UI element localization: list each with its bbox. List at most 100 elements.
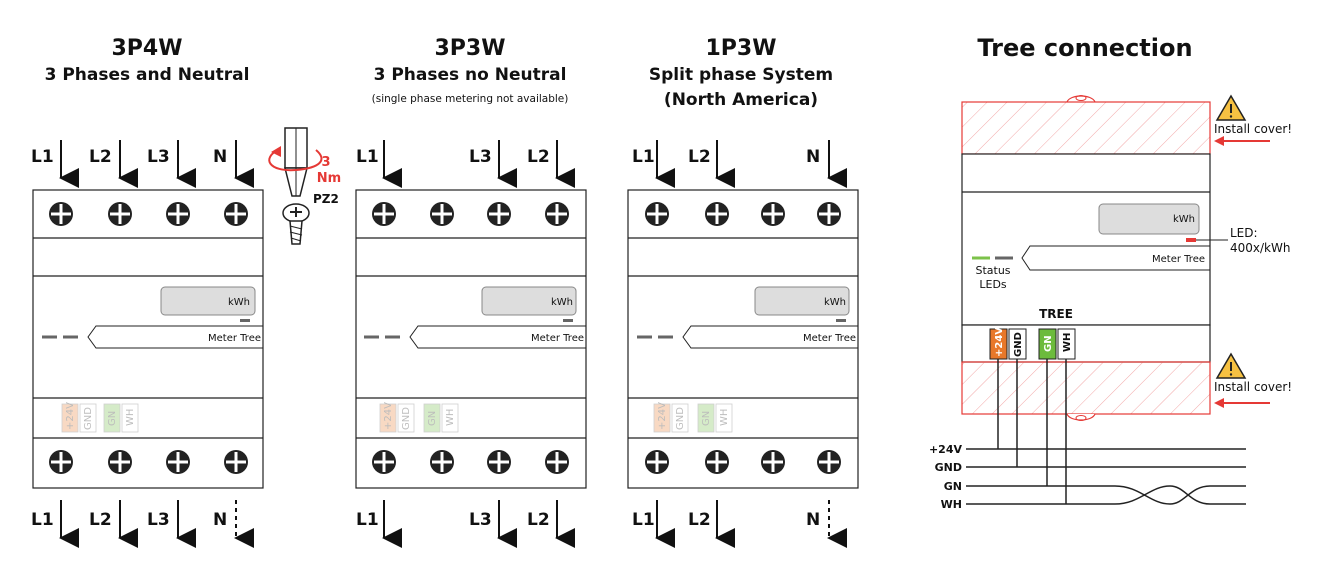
display-unit: kWh — [1173, 214, 1195, 225]
diagram-3p3w: 3P3W 3 Phases no Neutral (single phase m… — [355, 36, 587, 548]
terminal-block-faded: +24V GND GN WH — [379, 402, 459, 433]
meter-body: kWh Meter Tree +24V GND GN WH — [32, 189, 264, 489]
phase-label: L1 — [356, 147, 379, 167]
meter-body — [961, 153, 1211, 326]
warning-label: Install cover! — [1214, 380, 1292, 394]
screwdriver-torque-illustration: 3 Nm PZ2 — [268, 127, 341, 245]
meter-display — [160, 286, 256, 316]
warning-bottom: Install cover! — [1214, 352, 1292, 408]
phase-label: N — [806, 147, 820, 167]
screw-row-top — [645, 202, 841, 226]
strip-label: Meter Tree — [1152, 254, 1205, 265]
meter-body: kWh Meter Tree +24V GND GN WH — [355, 189, 587, 489]
status-label: Status — [975, 264, 1010, 277]
terminal-block-faded: +24V GND GN WH — [61, 402, 139, 433]
tree-section-label: TREE — [1039, 307, 1073, 321]
svg-text:WH: WH — [1062, 333, 1073, 352]
bottom-cover-area — [961, 361, 1211, 415]
svg-text:+24V: +24V — [657, 402, 668, 430]
warning-top: Install cover! — [1214, 94, 1292, 146]
phase-label: L2 — [89, 147, 112, 167]
diagram-title: 3P3W — [434, 36, 505, 61]
status-label: LEDs — [979, 278, 1007, 291]
tree-title: Tree connection — [977, 34, 1192, 62]
svg-text:GN: GN — [701, 411, 712, 426]
svg-text:WH: WH — [445, 409, 456, 426]
bus-label: GN — [944, 480, 962, 493]
bus-lines: +24V GND GN WH — [929, 443, 1246, 511]
phase-label: L1 — [632, 147, 655, 167]
top-phase-labels: L1 L2 N — [632, 140, 847, 188]
phase-label: N — [213, 510, 227, 530]
svg-text:+24V: +24V — [994, 327, 1005, 357]
strip-label: Meter Tree — [208, 333, 261, 344]
terminal-block: +24V GND GN WH — [989, 327, 1076, 360]
bottom-phase-labels: L1 L2 L3 N — [31, 500, 254, 548]
meter-display — [481, 286, 577, 316]
tree-connection: Tree connection kWh LED: 400x/kWh Meter … — [929, 34, 1292, 511]
svg-text:GND: GND — [675, 407, 686, 430]
display-unit: kWh — [228, 297, 250, 308]
led-label: LED: — [1230, 226, 1258, 240]
top-phase-labels: L1 L3 L2 — [356, 140, 575, 188]
svg-text:WH: WH — [125, 409, 136, 426]
screw-row-top — [49, 202, 248, 226]
diagram-subtitle: Split phase System — [649, 65, 833, 85]
svg-text:WH: WH — [719, 409, 730, 426]
display-unit: kWh — [551, 297, 573, 308]
top-cover-area — [961, 101, 1211, 155]
energy-led — [1186, 238, 1196, 242]
diagram-note: (single phase metering not available) — [372, 93, 569, 105]
top-phase-labels: L1 L2 L3 N — [31, 140, 254, 188]
bus-label: WH — [941, 498, 962, 511]
phase-label: L2 — [527, 510, 550, 530]
phase-label: L3 — [469, 147, 492, 167]
phase-label: L1 — [31, 510, 54, 530]
bus-label: +24V — [929, 443, 963, 456]
diagram-subtitle: 3 Phases and Neutral — [45, 65, 250, 85]
svg-text:GN: GN — [1043, 335, 1054, 352]
bottom-phase-labels: L1 L2 N — [632, 500, 847, 548]
phase-label: L3 — [147, 510, 170, 530]
bit-type: PZ2 — [313, 192, 339, 206]
diagram-subtitle-2: (North America) — [664, 90, 818, 110]
led-rate: 400x/kWh — [1230, 241, 1290, 255]
screw-icon — [282, 203, 310, 245]
bottom-phase-labels: L1 L3 L2 — [356, 500, 575, 548]
twisted-pair-icon — [966, 485, 1246, 505]
svg-text:+24V: +24V — [383, 402, 394, 430]
torque-value: 3 — [321, 155, 330, 170]
meter-display — [754, 286, 850, 316]
strip-label: Meter Tree — [803, 333, 856, 344]
rotation-arrow-icon — [268, 149, 323, 172]
screw-row-bottom — [645, 450, 841, 474]
bus-label: GND — [935, 461, 962, 474]
torque-unit: Nm — [317, 171, 341, 186]
svg-text:GN: GN — [107, 411, 118, 426]
diagram-title: 3P4W — [111, 36, 182, 61]
diagram-title: 1P3W — [705, 36, 776, 61]
meter-body: kWh Meter Tree +24V GND GN WH — [627, 189, 859, 489]
diagram-subtitle: 3 Phases no Neutral — [374, 65, 567, 85]
led-indicator — [563, 319, 573, 322]
led-indicator — [240, 319, 250, 322]
phase-label: L1 — [31, 147, 54, 167]
display-unit: kWh — [824, 297, 846, 308]
diagram-1p3w: 1P3W Split phase System (North America) … — [627, 36, 859, 548]
svg-text:GND: GND — [83, 407, 94, 430]
svg-text:GN: GN — [427, 411, 438, 426]
phase-label: L2 — [688, 147, 711, 167]
phase-label: N — [806, 510, 820, 530]
warning-label: Install cover! — [1214, 122, 1292, 136]
screw-row-bottom — [49, 450, 248, 474]
phase-label: L2 — [89, 510, 112, 530]
phase-label: N — [213, 147, 227, 167]
phase-label: L2 — [527, 147, 550, 167]
strip-label: Meter Tree — [531, 333, 584, 344]
phase-label: L2 — [688, 510, 711, 530]
led-indicator — [836, 319, 846, 322]
svg-text:GND: GND — [1013, 332, 1024, 357]
screw-row-top — [372, 202, 569, 226]
screw-row-bottom — [372, 450, 569, 474]
